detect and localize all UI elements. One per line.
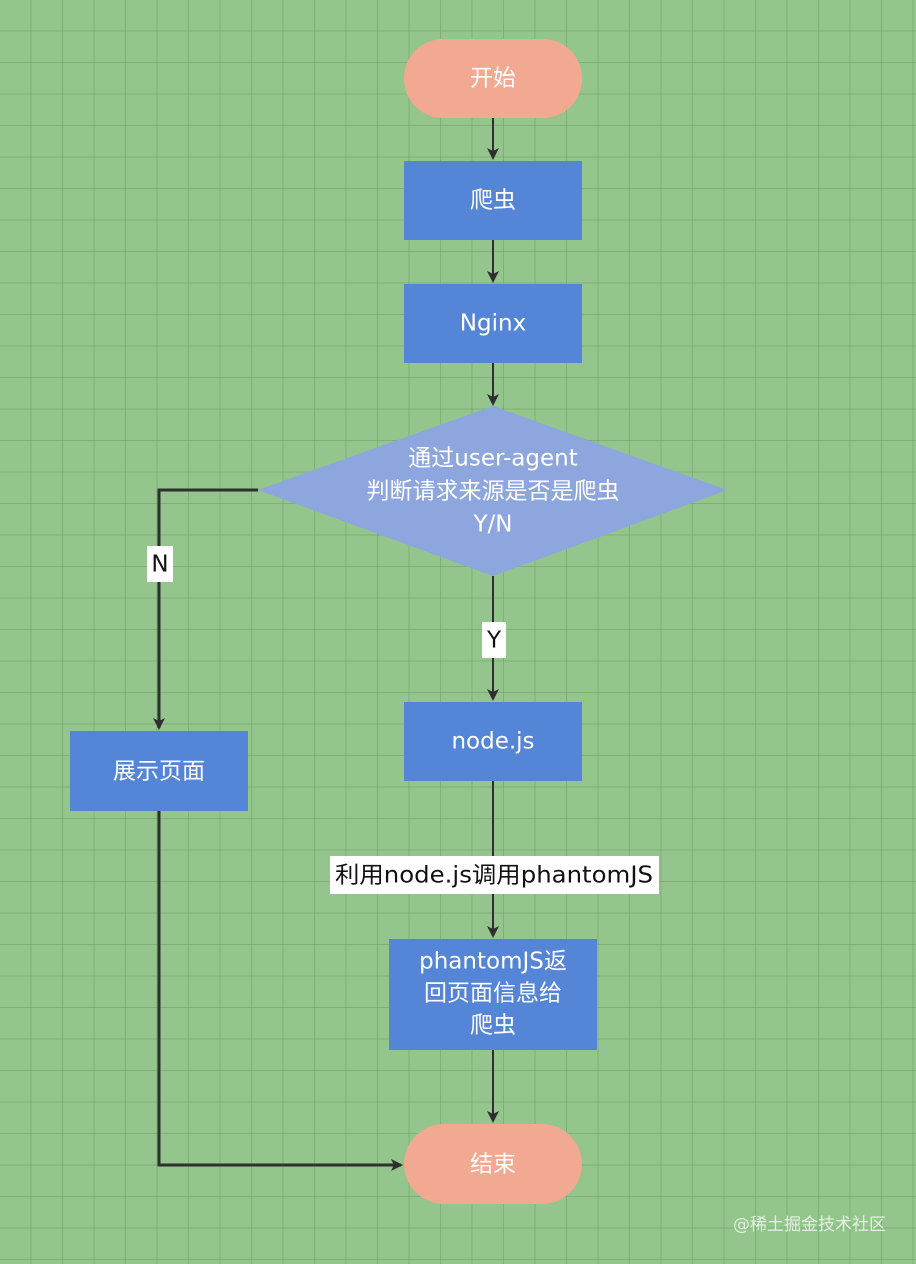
no-branch-text: N <box>151 552 168 578</box>
phantom-node: phantomJS返 回页面信息给 爬虫 <box>389 939 597 1050</box>
end-node-label: 结束 <box>470 1152 516 1178</box>
end-node: 结束 <box>404 1124 582 1204</box>
decision-node: 通过user-agent 判断请求来源是否是爬虫 Y/N <box>258 406 727 576</box>
nginx-node: Nginx <box>404 284 582 363</box>
phantom-line-3: 爬虫 <box>470 1013 516 1039</box>
phantom-line-2: 回页面信息给 <box>424 981 562 1007</box>
watermark-text: @稀土掘金技术社区 <box>733 1215 886 1235</box>
nodejs-node-label: node.js <box>451 729 534 755</box>
no-branch-label: N <box>147 546 173 582</box>
nginx-node-label: Nginx <box>460 311 526 337</box>
edge-decision-no <box>153 488 258 730</box>
phantom-line-1: phantomJS返 <box>419 949 567 975</box>
edge-showpage-to-end <box>157 811 403 1171</box>
crawler-node: 爬虫 <box>404 161 582 240</box>
decision-line-3: Y/N <box>472 512 512 538</box>
show-page-node: 展示页面 <box>70 731 248 811</box>
start-node: 开始 <box>404 39 582 118</box>
decision-line-2: 判断请求来源是否是爬虫 <box>367 479 620 505</box>
decision-line-1: 通过user-agent <box>408 446 577 472</box>
call-edge-label: 利用node.js调用phantomJS <box>330 856 659 894</box>
crawler-node-label: 爬虫 <box>470 188 516 214</box>
yes-branch-label: Y <box>482 622 506 658</box>
nodejs-node: node.js <box>404 702 582 781</box>
show-page-node-label: 展示页面 <box>113 759 205 785</box>
call-edge-text: 利用node.js调用phantomJS <box>335 863 653 889</box>
start-node-label: 开始 <box>470 66 516 92</box>
yes-branch-text: Y <box>486 628 502 654</box>
